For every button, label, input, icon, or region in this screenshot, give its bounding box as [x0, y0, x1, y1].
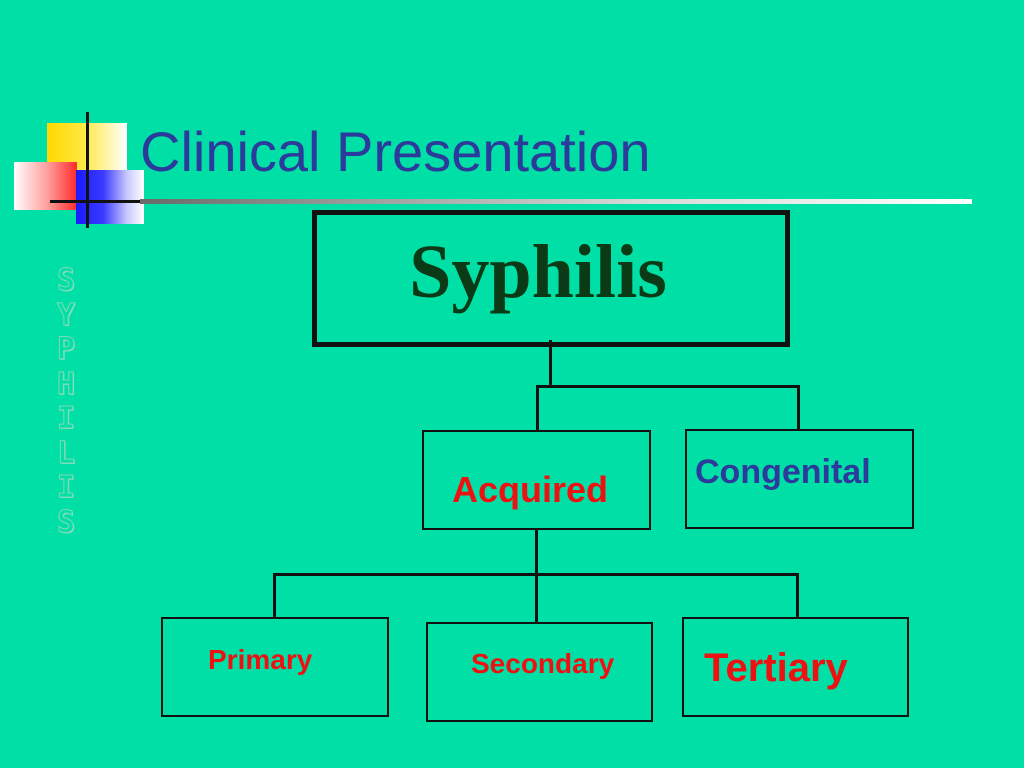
side-text-letter: Y — [56, 297, 76, 333]
connector-to-primary — [273, 573, 276, 618]
connector-level1-bar — [536, 385, 800, 388]
side-text-letter: S — [56, 263, 76, 298]
node-acquired: Acquired — [422, 430, 651, 530]
node-secondary-label: Secondary — [471, 648, 615, 679]
side-text-letter: I — [56, 470, 76, 505]
connector-to-congenital — [797, 385, 800, 430]
node-tertiary-label: Tertiary — [704, 646, 848, 690]
node-primary: Primary — [161, 617, 389, 717]
node-acquired-label: Acquired — [452, 469, 609, 510]
node-congenital: Congenital — [685, 429, 914, 529]
node-syphilis: Syphilis — [312, 210, 790, 347]
node-secondary: Secondary — [426, 622, 653, 722]
slide-title: Clinical Presentation — [140, 120, 651, 183]
connector-acquired-down — [535, 529, 538, 623]
node-syphilis-label: Syphilis — [409, 229, 667, 314]
side-text-letter: I — [56, 401, 76, 436]
node-tertiary: Tertiary — [682, 617, 909, 717]
connector-level2-bar — [273, 573, 799, 576]
side-text-letter: H — [56, 366, 76, 402]
side-text-letter: L — [56, 435, 76, 471]
connector-to-tertiary — [796, 573, 799, 618]
side-text-letter: P — [56, 332, 76, 367]
connector-root-down — [549, 340, 552, 387]
connector-to-acquired — [536, 385, 539, 431]
decor-vertical-line — [86, 112, 89, 228]
node-congenital-label: Congenital — [695, 453, 871, 491]
decor-horizontal-line — [50, 200, 145, 203]
side-text-letter: S — [56, 504, 76, 540]
node-primary-label: Primary — [208, 644, 313, 675]
title-underline-rule — [140, 199, 972, 204]
